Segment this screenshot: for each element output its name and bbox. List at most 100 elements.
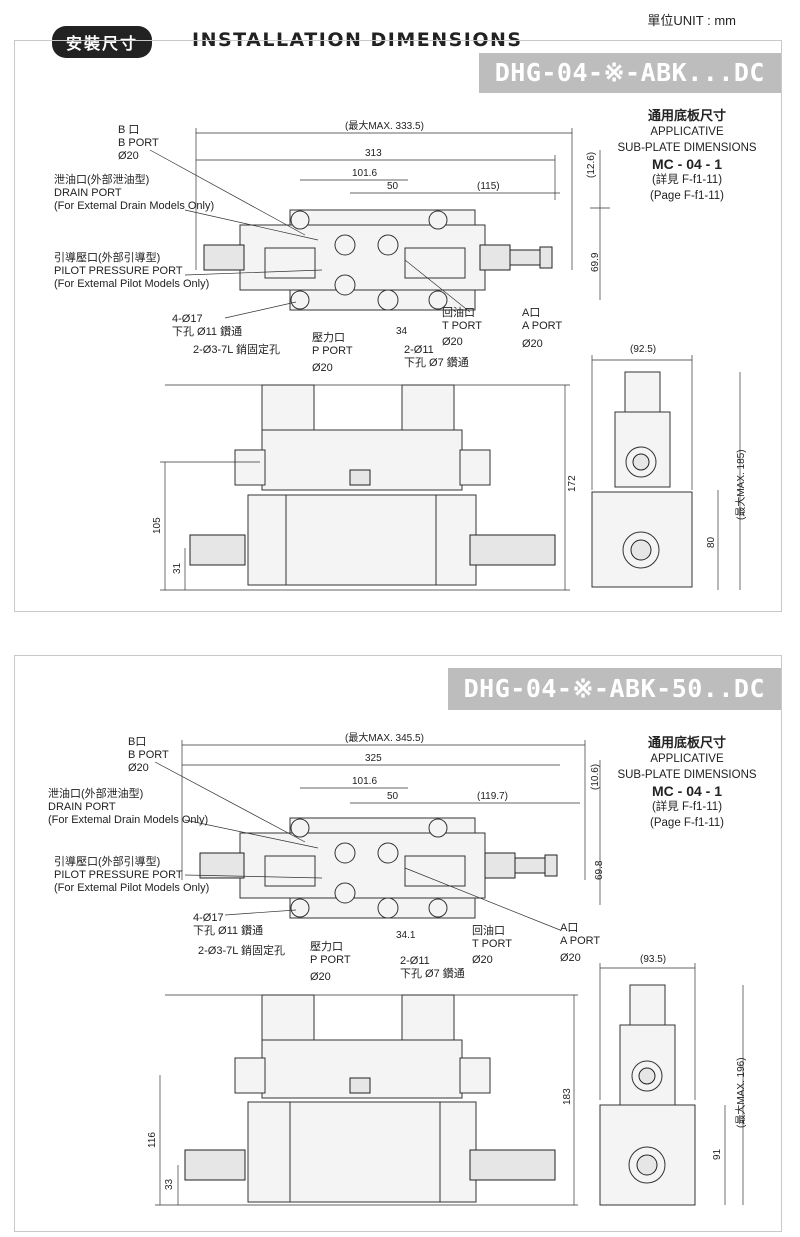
dim-h172: 183 [562,1088,573,1105]
a-port-cn: A口 [560,922,579,934]
subplate-l2: SUB-PLATE DIMENSIONS [617,142,757,154]
t-port-cn: 回油口 [472,925,505,937]
subplate-cn: 通用底板尺寸 [647,735,726,750]
dim-height: 69.9 [590,252,601,272]
b-port-label: B口 B PORT Ø20 [128,736,169,775]
subplate-l1: APPLICATIVE [650,126,724,138]
t-port-label: 回油口 T PORT Ø20 [472,925,512,967]
dim-side-w: (93.5) [640,954,666,965]
dim-side-max: (最大MAX. 185) [734,449,747,520]
dim-h105: 116 [147,1132,158,1148]
subplate-code: MC - 04 - 1 [651,156,722,172]
b-port-label: B 口 B PORT Ø20 [118,124,159,163]
b-port-dia: Ø20 [128,762,149,774]
dim-side-max: (最大MAX. 196) [734,1057,747,1128]
dim-50: 50 [387,181,399,192]
drain-cn: 泄油口(外部泄油型) [54,174,150,186]
a-port-label: A口 A PORT Ø20 [560,922,600,965]
drain-port-label: 泄油口(外部泄油型) DRAIN PORT (For Extemal Drain… [48,788,208,827]
dim-h105: 105 [152,517,163,534]
panel-2: DHG-04-※-ABK-50..DC [14,655,782,1232]
a-port-label: A口 A PORT Ø20 [522,307,562,351]
small-hole-drill: 下孔 Ø7 鑽通 [400,968,465,980]
front-view-2 [155,994,578,1206]
mount-holes-label: 4-Ø17 下孔 Ø11 鑽通 [193,912,263,938]
b-port-en: B PORT [118,137,159,149]
p-port-en: P PORT [312,345,353,357]
p-port-en: P PORT [310,954,351,966]
p-port-cn: 壓力口 [312,332,345,344]
subplate-info: 通用底板尺寸 APPLICATIVE SUB-PLATE DIMENSIONS … [612,735,762,831]
model-title: DHG-04-※-ABK-50..DC [447,668,781,710]
b-port-cn: B 口 [118,124,140,136]
holes: 4-Ø17 [172,313,203,325]
drain-en: DRAIN PORT [48,801,116,813]
dim-right: (115) [477,181,500,192]
dim-34: 34.1 [396,930,416,941]
small-hole: 2-Ø11 [400,955,430,967]
subplate-info: 通用底板尺寸 APPLICATIVE SUB-PLATE DIMENSIONS … [612,108,762,204]
pilot-note: (For Extemal Pilot Models Only) [54,278,210,290]
drain-en: DRAIN PORT [54,187,122,199]
b-port-en: B PORT [128,749,169,761]
dim-h172: 172 [567,475,578,492]
pilot-en: PILOT PRESSURE PORT [54,869,183,881]
small-hole: 2-Ø11 [404,344,434,356]
dim-pitch: 101.6 [352,776,377,787]
pin-hole-label: 2-Ø3-7L 銷固定孔 [198,945,286,957]
subplate-l1: APPLICATIVE [650,753,724,765]
drain-port-label: 泄油口(外部泄油型) DRAIN PORT (For Extemal Drain… [54,174,214,213]
dim-50: 50 [387,791,399,802]
a-port-en: A PORT [560,935,601,947]
pilot-port-label: 引導壓口(外部引導型) PILOT PRESSURE PORT (For Ext… [54,252,209,291]
p-port-label: 壓力口 P PORT Ø20 [310,941,351,984]
section-title-cn: 安裝尺寸 [52,26,153,58]
mount-holes-label: 4-Ø17 下孔 Ø11 鑽通 [172,313,242,339]
small-hole-label: 2-Ø11 下孔 Ø7 鑽通 [400,955,465,981]
side-view-1 [591,355,741,590]
model-title: DHG-04-※-ABK...DC [478,53,781,93]
dim-h80: 91 [712,1148,723,1160]
subplate-ref-cn: (詳見 F-f1-11) [651,174,723,186]
holes-drill: 下孔 Ø11 鑽通 [172,326,243,338]
a-port-dia: Ø20 [522,338,543,350]
subplate-ref: (Page F-f1-11) [650,190,724,202]
p-port-cn: 壓力口 [310,941,343,953]
t-port-dia: Ø20 [472,954,493,966]
pilot-port-label: 引導壓口(外部引導型) PILOT PRESSURE PORT (For Ext… [54,856,209,895]
holes: 4-Ø17 [193,912,224,924]
subplate-code: MC - 04 - 1 [651,783,722,799]
panel-1: DHG-04-※-ABK...DC [14,40,782,612]
t-port-cn: 回油口 [442,307,475,319]
b-port-dia: Ø20 [118,150,139,162]
top-view-2 [181,740,601,919]
pin-hole-label: 2-Ø3-7L 銷固定孔 [193,344,281,356]
dim-top-side: (12.6) [586,152,597,178]
top-view-1 [195,128,610,311]
dim-max: (最大MAX. 345.5) [345,731,424,744]
small-hole-label: 2-Ø11 下孔 Ø7 鑽通 [404,344,469,370]
pilot-cn: 引導壓口(外部引導型) [54,856,161,868]
t-port-label: 回油口 T PORT Ø20 [442,307,482,349]
p-port-dia: Ø20 [312,362,333,374]
t-port-dia: Ø20 [442,336,463,348]
subplate-ref-cn: (詳見 F-f1-11) [651,801,723,813]
dim-right: (119.7) [477,791,508,802]
dim-overall: 313 [365,148,382,159]
drain-note: (For Extemal Drain Models Only) [48,814,209,826]
dim-h31: 33 [164,1178,175,1190]
side-view-2 [599,963,744,1206]
dim-overall: 325 [365,753,382,764]
pilot-en: PILOT PRESSURE PORT [54,265,183,277]
dim-h80: 80 [706,536,717,548]
pilot-note: (For Extemal Pilot Models Only) [54,882,210,894]
p-port-label: 壓力口 P PORT Ø20 [312,332,353,375]
dim-34: 34 [396,326,408,337]
b-port-cn: B口 [128,736,147,748]
pilot-cn: 引導壓口(外部引導型) [54,252,161,264]
t-port-en: T PORT [472,938,512,950]
dim-max: (最大MAX. 333.5) [345,119,424,132]
p-port-dia: Ø20 [310,971,331,983]
a-port-en: A PORT [522,320,563,332]
